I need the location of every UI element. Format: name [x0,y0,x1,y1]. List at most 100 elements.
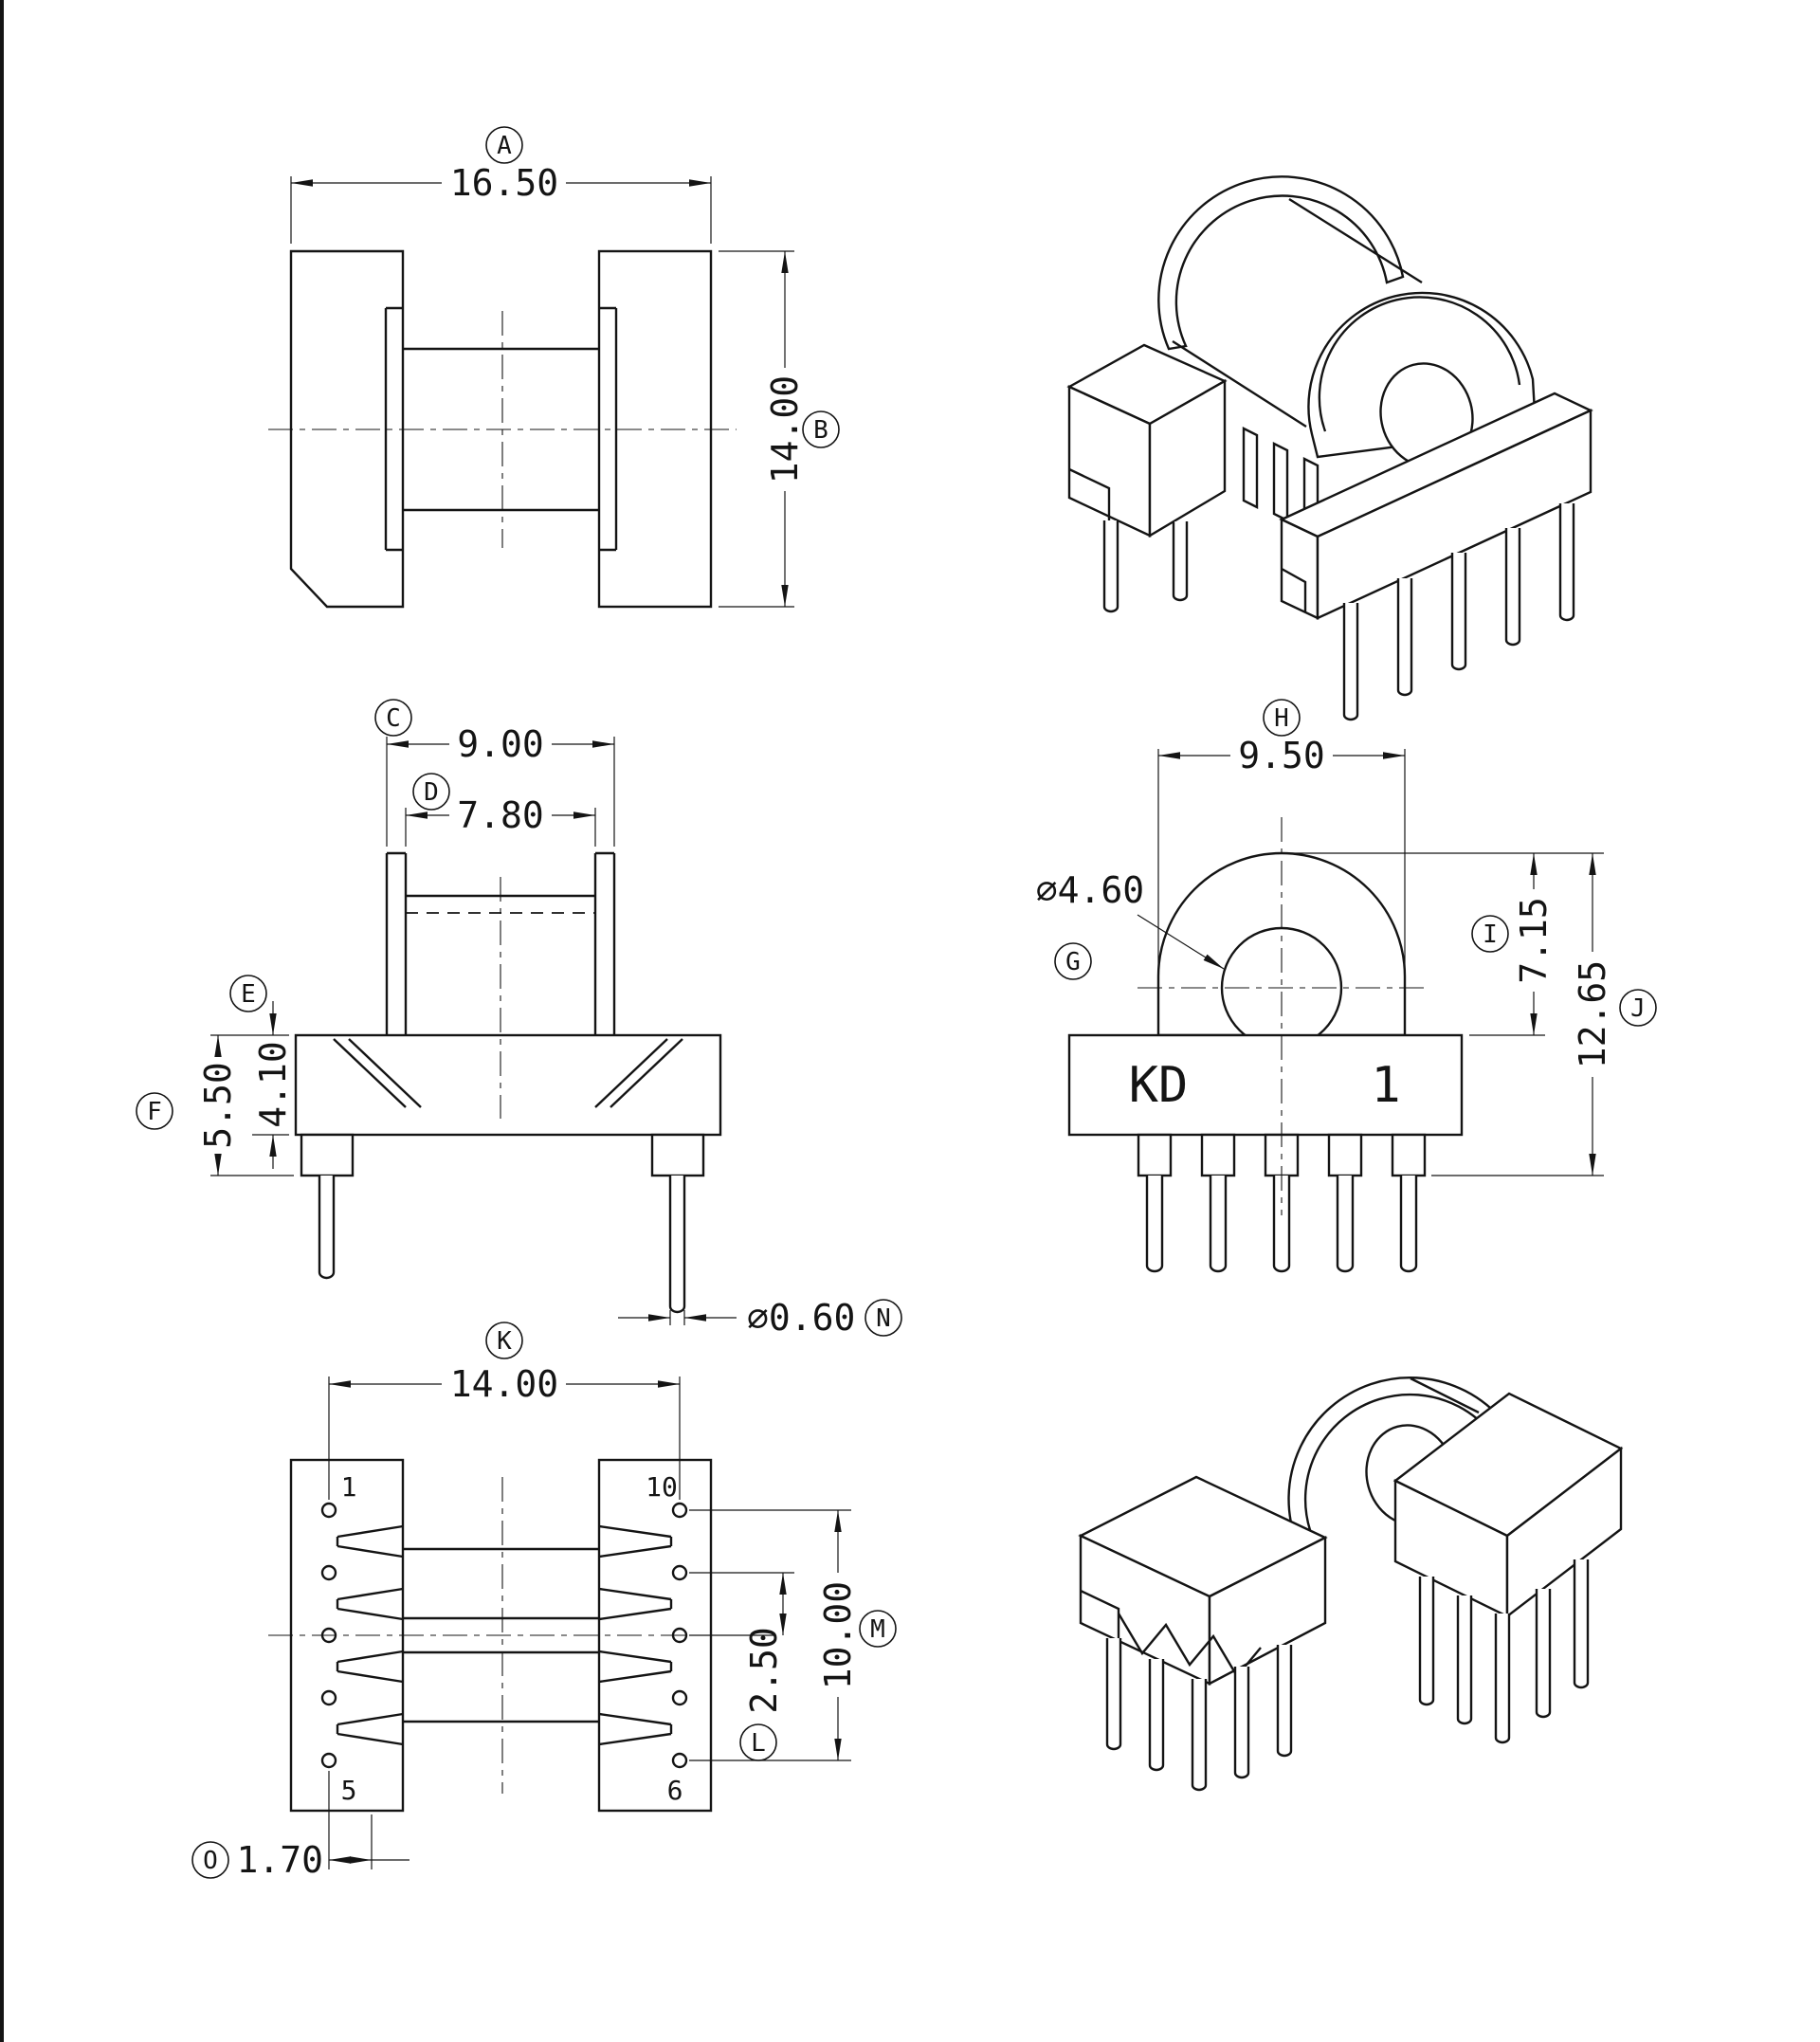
dim-c-balloon [374,699,412,737]
dim-h-balloon [1263,699,1301,737]
pin [1494,1614,1511,1744]
dim-j-value: 12.65 [1572,960,1613,1068]
near-flange-rim [1318,296,1521,432]
dim-a-value: 16.50 [450,162,558,204]
pin-hole [320,1752,337,1769]
pin [1418,1577,1435,1706]
left-pin [318,1176,336,1280]
dim-d-label: D [424,778,439,807]
pin [1209,1176,1228,1273]
dim-k-value: 14.00 [450,1363,558,1405]
dim-k-balloon [485,1322,523,1359]
dim-m-label: M [870,1615,885,1644]
pin [1105,1638,1122,1751]
left-pin-holes [320,1502,337,1769]
bar-front [1316,409,1592,620]
left-foot [300,1133,355,1177]
terminal-post [1242,427,1259,509]
dim-k-label: K [497,1327,512,1356]
terminal-post [1272,442,1289,522]
foot [1200,1133,1236,1177]
bar-end [1280,518,1320,620]
far-flange-ring [1157,175,1405,351]
dim-f-label: F [147,1098,162,1126]
dim-j-balloon [1619,989,1657,1027]
pin-hole [671,1502,688,1519]
dim-h-label: H [1274,704,1289,733]
pin [1336,1176,1355,1273]
pin-hole [320,1689,337,1706]
dim-b-balloon [802,410,840,448]
dim-n-value: ∅0.60 [747,1297,855,1339]
right-wire-slots [598,1524,673,1746]
assembly-front-view: KD 1 9.50 H ∅4.60 G 7.15 I 12.65 J [1036,699,1657,1273]
dim-a-extension-lines [290,176,712,244]
pin [1399,1176,1418,1273]
left-block-side [1148,378,1227,538]
dim-m-extension-lines [689,1509,851,1761]
dim-o-balloon [191,1841,229,1879]
base-block [1067,1033,1464,1137]
dim-h-extension-lines [1157,749,1406,969]
dim-m-value: 10.00 [817,1581,859,1689]
bar-notch [1281,567,1307,611]
base-block [294,1033,722,1137]
pin-hole [320,1564,337,1581]
pin [1396,578,1413,697]
wire-ramp-lines [333,1038,683,1108]
dim-n-balloon [864,1299,902,1337]
pin-number-5: 5 [341,1775,357,1806]
front-view: 16.50 A 14.00 B [268,126,840,609]
dim-o-label: O [203,1847,218,1875]
center-lines [268,1477,754,1794]
core-cylinder-line [1410,1377,1480,1414]
bar-side [1505,1446,1623,1619]
pin [1535,1589,1552,1719]
pin [1276,1645,1293,1758]
pin [1504,528,1521,647]
foot [1391,1133,1427,1177]
dim-i-balloon [1471,915,1509,953]
dim-i-value: 7.15 [1513,897,1555,984]
pin [1145,1176,1164,1273]
core-cylinder-lines [1172,197,1423,428]
dim-k-extension-lines [328,1377,681,1500]
dim-f-value: 5.50 [197,1062,239,1149]
dim-g-balloon [1054,942,1092,980]
dim-l-value: 2.50 [743,1627,785,1714]
dim-g-leader [1137,914,1225,970]
dim-l-label: L [751,1729,766,1758]
flange-walls [385,851,616,1035]
dim-c-extension-lines [386,737,615,847]
isometric-view-top [1066,175,1593,721]
left-flange-plate [384,306,403,552]
pin [1573,1559,1590,1689]
dim-i-extension-lines [1289,852,1604,1036]
right-pin-holes [671,1502,688,1769]
center-lines [268,311,737,548]
cavity-number: 1 [1371,1057,1400,1114]
dim-d-value: 7.80 [457,794,544,836]
pin [1450,553,1467,671]
pin [1172,521,1189,602]
isometric-view-bottom [1078,1377,1624,1792]
dim-n-label: N [876,1304,891,1333]
dim-l-extension-lines [689,1572,794,1636]
block-side [1208,1536,1327,1686]
dim-f-balloon [136,1092,173,1130]
winding-core [403,347,599,512]
dim-e-balloon [229,975,267,1012]
pin [1342,603,1359,721]
foot [1137,1133,1173,1177]
pin [1272,1176,1291,1273]
winding-core [403,1547,599,1723]
pin-hole [320,1502,337,1519]
pin [1102,520,1119,613]
dim-c-value: 9.00 [457,723,544,765]
pin [1456,1595,1473,1725]
dim-a-label: A [497,132,512,160]
dim-d-balloon [412,773,450,811]
pin [1191,1679,1208,1792]
dim-b-label: B [813,416,828,445]
dim-o-value: 1.70 [236,1839,323,1881]
